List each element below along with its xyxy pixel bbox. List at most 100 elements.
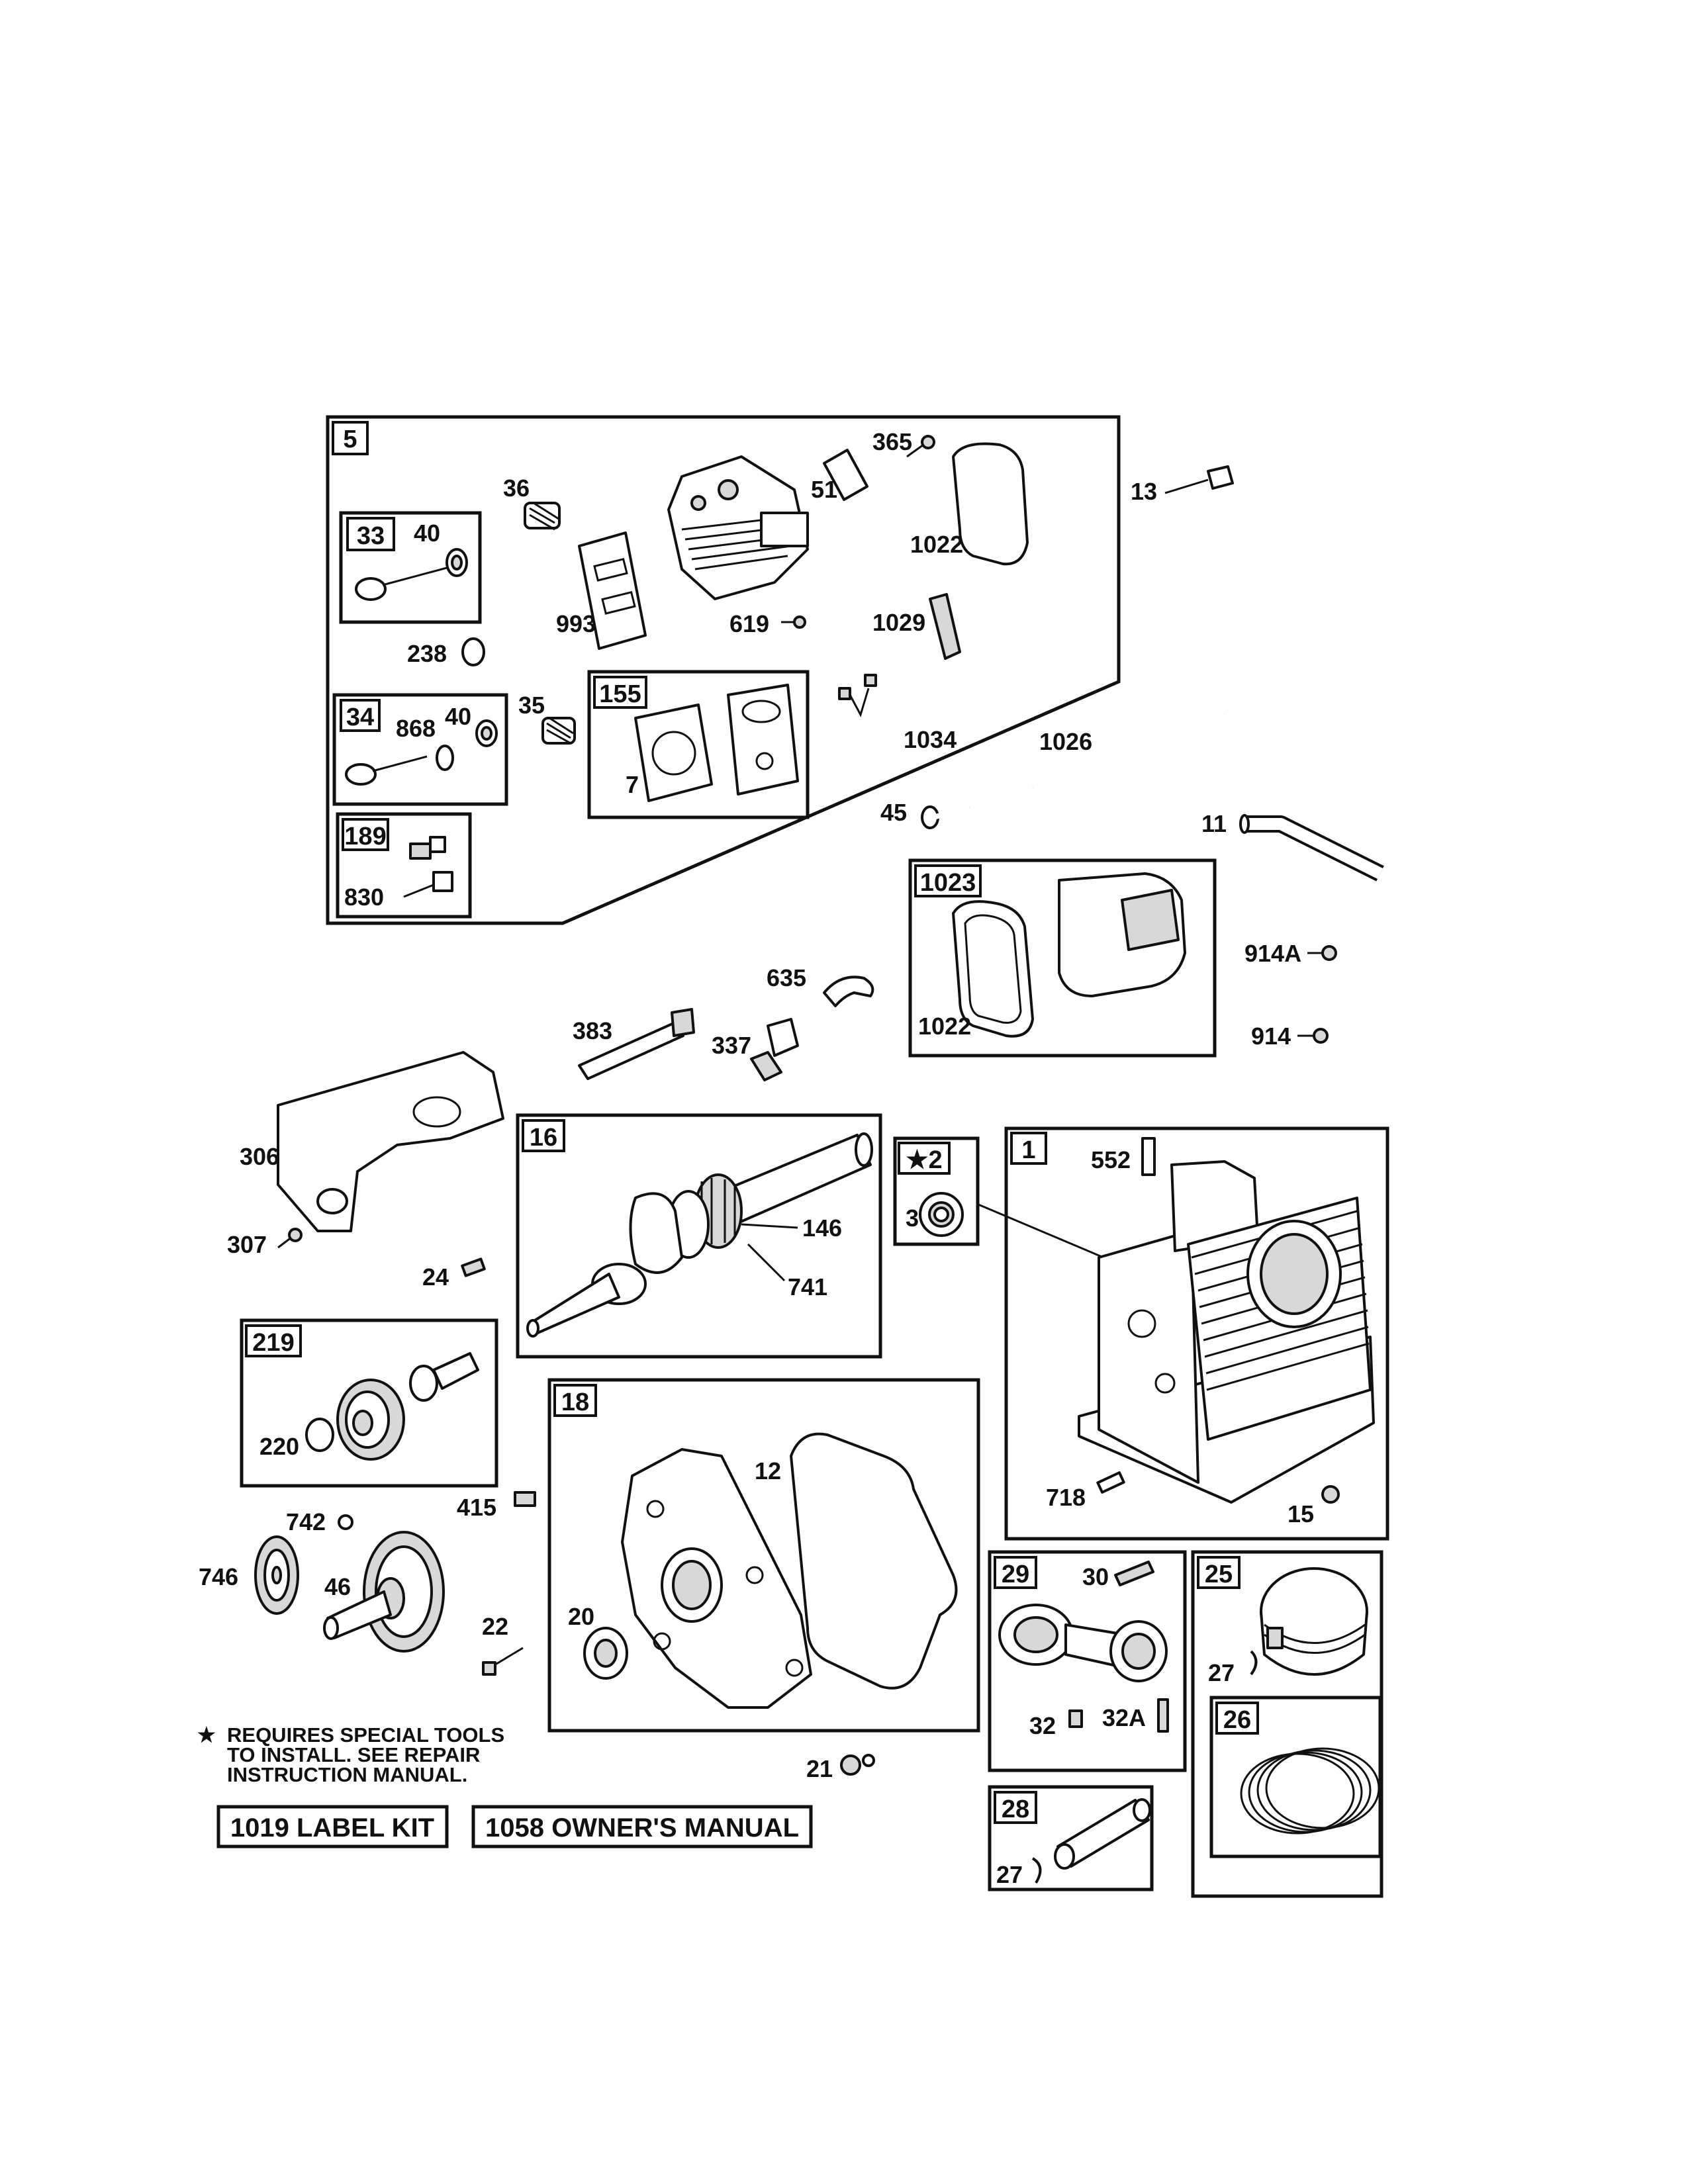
part-220-label: 220 [259, 1433, 299, 1460]
part-46-label: 46 [324, 1573, 351, 1600]
part-27-clip-b [1031, 1857, 1042, 1884]
shroud-grommet [316, 1188, 348, 1214]
connecting-rod-drawing [998, 1604, 1168, 1682]
part-20-seal [583, 1627, 628, 1680]
group-16-tag [522, 1119, 565, 1152]
part-46-camshaft [323, 1531, 445, 1653]
piston-drawing [1260, 1567, 1368, 1676]
group-18-tag [553, 1384, 597, 1417]
part-415-label: 415 [457, 1494, 496, 1521]
part-383-label: 383 [573, 1017, 612, 1044]
group-1023-tag [914, 864, 982, 897]
part-552-dowel [1141, 1137, 1156, 1176]
group-33-tag [346, 517, 395, 551]
part-30-label: 30 [1082, 1563, 1109, 1590]
part-1026-label: 1026 [1039, 728, 1092, 755]
leader-741 [747, 1243, 786, 1282]
group-28-tag [994, 1791, 1037, 1824]
part-306-label: 306 [240, 1143, 279, 1170]
part-415-clip [514, 1491, 536, 1507]
group-29-label: 29 [1002, 1561, 1029, 1588]
part-365-screw [906, 435, 935, 458]
special-tools-note-line2: TO INSTALL. SEE REPAIR [227, 1743, 480, 1766]
part-21-label: 21 [806, 1755, 833, 1782]
part-32A-screw [1157, 1698, 1169, 1733]
part-13-bolt [1164, 465, 1234, 494]
part-12-gasket [790, 1432, 958, 1690]
group-219-tag [245, 1324, 302, 1357]
part-383-wrench [578, 1008, 695, 1080]
group-5-tag [332, 421, 369, 455]
group-34-frame [332, 693, 508, 806]
group-28-frame [988, 1785, 1154, 1891]
part-635-clip [823, 976, 874, 1007]
part-306-shroud [277, 1051, 504, 1232]
part-238-ring [461, 637, 485, 666]
part-27-label-a: 27 [1208, 1659, 1235, 1686]
wrist-pin-drawing [1054, 1798, 1151, 1870]
part-1022-gasket-top [952, 442, 1029, 566]
breather-drawing [403, 836, 453, 898]
part-1034-label: 1034 [904, 726, 957, 753]
part-552-label: 552 [1091, 1146, 1131, 1173]
part-45-label: 45 [880, 799, 907, 826]
group-26-frame [1209, 1696, 1382, 1858]
part-40-label-b: 40 [445, 703, 471, 730]
intake-valve-drawing [345, 719, 498, 786]
group-5-label: 5 [343, 426, 357, 453]
part-1029-label: 1029 [872, 609, 925, 636]
part-635-label: 635 [767, 964, 806, 991]
special-tools-star: ★ [197, 1723, 216, 1747]
part-741-label: 741 [788, 1273, 827, 1300]
part-1034-clips [838, 674, 877, 717]
cylinder-head-drawing [667, 455, 809, 600]
group-2-frame [893, 1136, 980, 1246]
part-12-label: 12 [755, 1457, 781, 1484]
part-365-label: 365 [872, 428, 912, 455]
group-155-label: 155 [599, 680, 641, 708]
part-718-pin [1096, 1471, 1125, 1494]
part-32-label: 32 [1029, 1712, 1056, 1739]
group-155-tag [593, 676, 647, 709]
rocker-cover-drawing [952, 872, 1186, 1038]
group-16-label: 16 [530, 1124, 557, 1152]
part-45-tappet [921, 805, 971, 829]
group-2-label: ★2 [906, 1146, 942, 1174]
part-914-label: 914 [1251, 1023, 1291, 1050]
group-26-label: 26 [1223, 1706, 1251, 1734]
group-1-tag [1010, 1132, 1047, 1165]
part-914A-screw [1307, 945, 1337, 961]
part-830-label: 830 [344, 884, 384, 911]
gasket-set-drawing [634, 684, 799, 802]
crankshaft-drawing [526, 1132, 873, 1338]
group-28-label: 28 [1002, 1796, 1029, 1823]
part-146-label: 146 [802, 1214, 842, 1242]
part-718-label: 718 [1046, 1484, 1086, 1511]
group-16-frame [516, 1113, 882, 1359]
part-238-label: 238 [407, 640, 447, 667]
part-307-screw [277, 1228, 303, 1249]
group-29-tag [994, 1556, 1037, 1589]
part-3-label: 3 [906, 1205, 919, 1232]
crankcase-cover-drawing [621, 1448, 812, 1709]
shroud-opening [412, 1096, 461, 1128]
part-307-label: 307 [227, 1231, 267, 1258]
leader-146 [741, 1223, 798, 1229]
valve-spring-35 [541, 717, 576, 745]
group-29-frame [988, 1550, 1187, 1772]
part-13-label: 13 [1131, 478, 1157, 505]
group-219-label: 219 [252, 1329, 294, 1357]
part-27-label-b: 27 [996, 1861, 1023, 1888]
part-15-label: 15 [1288, 1500, 1314, 1527]
group-1023-frame [908, 858, 1217, 1058]
group-189-tag [342, 818, 389, 851]
group-34-label: 34 [346, 704, 374, 731]
group-1-label: 1 [1021, 1136, 1035, 1164]
group-189-frame [336, 812, 472, 919]
part-993-label: 993 [556, 610, 596, 637]
group-18-frame [547, 1378, 980, 1733]
group-18-label: 18 [561, 1388, 589, 1416]
part-36-label: 36 [503, 475, 530, 502]
special-tools-note-line1: REQUIRES SPECIAL TOOLS [227, 1723, 504, 1747]
owners-manual-text: 1058 OWNER'S MANUAL [485, 1813, 799, 1843]
